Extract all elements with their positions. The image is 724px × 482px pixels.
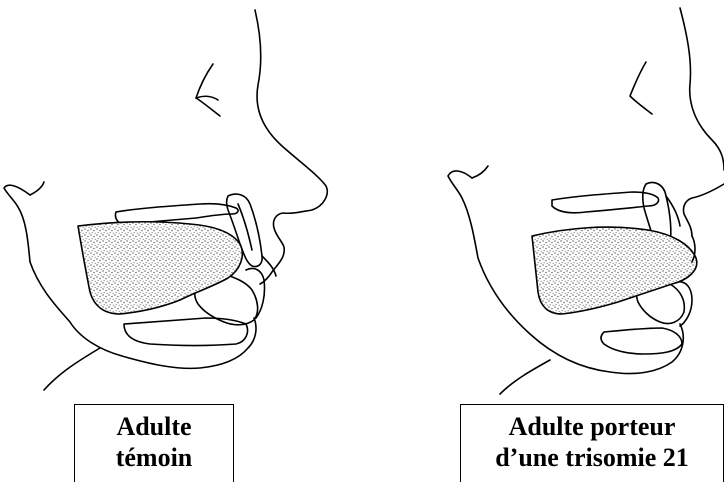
tongue-outline (78, 222, 242, 314)
mandible-body (124, 318, 248, 346)
upper-incisor-2 (666, 196, 680, 226)
neck-line (44, 348, 100, 390)
control-adult-caption: Adulte témoin (74, 404, 234, 482)
tongue-outline (532, 227, 697, 314)
lip-line (262, 256, 276, 276)
trisomy21-adult-figure (440, 0, 724, 400)
trisomy21-adult-caption: Adulte porteur d’une trisomie 21 (460, 404, 724, 482)
nasal-contour (196, 64, 220, 116)
coronoid-notch (472, 166, 488, 178)
trisomy21-adult-caption-line2: d’une trisomie 21 (461, 442, 723, 473)
palate-line (115, 204, 238, 224)
face-profile-line (255, 10, 327, 284)
control-adult-profile-drawing (0, 0, 360, 400)
mandible-body (601, 328, 682, 354)
lower-incisor (246, 268, 265, 318)
face-profile-line (680, 8, 724, 170)
coronoid-notch (30, 182, 44, 195)
face-profile-lower (683, 184, 724, 236)
nasal-contour (630, 62, 652, 114)
trisomy21-adult-profile-drawing (440, 0, 724, 400)
control-adult-caption-line1: Adulte (75, 411, 233, 442)
trisomy21-adult-caption-line1: Adulte porteur (461, 411, 723, 442)
control-adult-figure (0, 0, 360, 400)
control-adult-caption-line2: témoin (75, 442, 233, 473)
neck-line (500, 360, 550, 394)
